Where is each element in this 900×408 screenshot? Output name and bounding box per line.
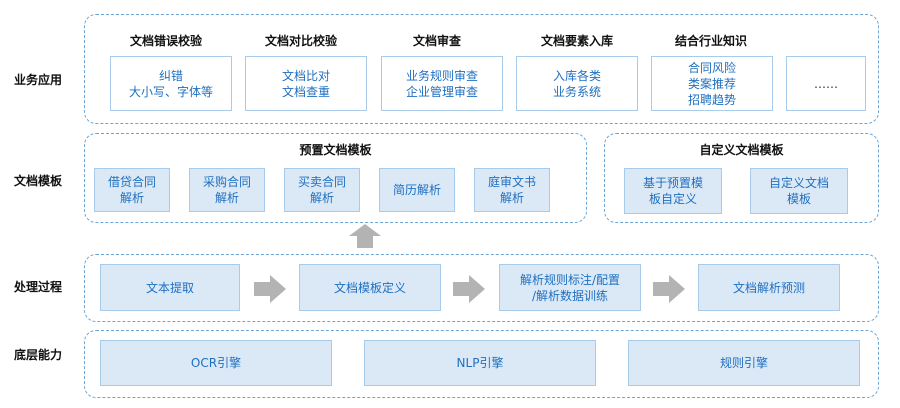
app-line: 入库各类: [552, 68, 601, 83]
app-line: 纠错: [158, 68, 183, 83]
app-line: 文档比对: [281, 68, 330, 83]
row-label-process: 处理过程: [14, 280, 63, 294]
preset-template-title: 预置文档模板: [299, 143, 372, 157]
preset-item-loan-contract: 借贷合同 解析: [94, 168, 170, 212]
preset-item-line: 解析: [499, 191, 524, 205]
preset-item-sales-contract: 买卖合同 解析: [284, 168, 360, 212]
preset-item-line: 解析: [309, 191, 334, 205]
custom-item-line: 板自定义: [648, 192, 697, 206]
process-step-line: 文档模板定义: [333, 280, 406, 295]
preset-item-line: 借贷合同: [107, 175, 156, 189]
engine-nlp: NLP引擎: [364, 340, 596, 386]
app-box-industry: 合同风险 类案推荐 招聘趋势: [651, 56, 773, 111]
engine-ocr: OCR引擎: [100, 340, 332, 386]
app-line: 企业管理审查: [405, 84, 478, 99]
custom-item-line: 基于预置模: [642, 176, 703, 190]
app-title-compare-check: 文档对比校验: [264, 34, 337, 48]
preset-item-line: 解析: [214, 191, 239, 205]
row-label-base: 底层能力: [14, 348, 63, 362]
process-step-parse-prediction: 文档解析预测: [698, 264, 840, 311]
base-layer-container: [84, 330, 879, 398]
engine-label: 规则引擎: [719, 356, 768, 370]
row-label-app: 业务应用: [14, 73, 63, 87]
app-line: 文档查重: [281, 84, 330, 99]
custom-item-line: 自定义文档: [768, 176, 829, 190]
preset-item-line: 解析: [119, 191, 144, 205]
custom-template-title: 自定义文档模板: [699, 143, 784, 157]
custom-item-line: 模板: [786, 192, 811, 206]
app-box-review: 业务规则审查 企业管理审查: [381, 56, 503, 111]
app-title-storage: 文档要素入库: [540, 34, 613, 48]
preset-item-line: 庭审文书: [487, 175, 536, 189]
app-layer-container: [84, 14, 879, 124]
process-step-line: 文本提取: [145, 280, 194, 295]
app-line: 合同风险: [687, 60, 736, 75]
engine-rules: 规则引擎: [628, 340, 860, 386]
app-box-error-check: 纠错 大小写、字体等: [110, 56, 232, 111]
app-line: 业务规则审查: [405, 68, 478, 83]
app-box-compare-check: 文档比对 文档查重: [245, 56, 367, 111]
process-step-line: 解析规则标注/配置: [519, 272, 621, 287]
right-arrow-icon: [653, 275, 685, 303]
right-arrow-icon: [254, 275, 286, 303]
engine-label: OCR引擎: [190, 356, 242, 370]
right-arrow-icon: [453, 275, 485, 303]
process-step-text-extraction: 文本提取: [100, 264, 240, 311]
preset-item-line: 采购合同: [202, 175, 251, 189]
up-arrow-icon: [349, 224, 381, 248]
process-step-template-definition: 文档模板定义: [299, 264, 441, 311]
preset-item-court-document: 庭审文书 解析: [474, 168, 550, 212]
custom-item-custom-template: 自定义文档 模板: [750, 168, 848, 214]
app-box-storage: 入库各类 业务系统: [516, 56, 638, 111]
preset-item-purchase-contract: 采购合同 解析: [189, 168, 265, 212]
app-box-more: ……: [786, 56, 866, 111]
engine-label: NLP引擎: [456, 356, 504, 370]
preset-item-line: 简历解析: [392, 183, 441, 197]
app-title-error-check: 文档错误校验: [129, 34, 202, 48]
app-line: 大小写、字体等: [128, 84, 213, 99]
custom-template-container: [604, 133, 879, 223]
row-label-template: 文档模板: [14, 174, 63, 188]
app-line: 类案推荐: [687, 76, 736, 91]
app-line: 招聘趋势: [687, 92, 736, 107]
app-title-industry: 结合行业知识: [674, 34, 747, 48]
preset-template-container: [84, 133, 587, 223]
app-line-ellipsis: ……: [814, 76, 838, 91]
process-layer-container: [84, 254, 879, 322]
app-line: 业务系统: [552, 84, 601, 99]
process-step-rule-annotation-training: 解析规则标注/配置 /解析数据训练: [499, 264, 641, 311]
custom-item-based-on-preset: 基于预置模 板自定义: [624, 168, 722, 214]
process-step-line: 文档解析预测: [732, 280, 805, 295]
preset-item-resume: 简历解析: [379, 168, 455, 212]
process-step-line: /解析数据训练: [531, 288, 609, 303]
preset-item-line: 买卖合同: [297, 175, 346, 189]
app-title-review: 文档审查: [412, 34, 461, 48]
